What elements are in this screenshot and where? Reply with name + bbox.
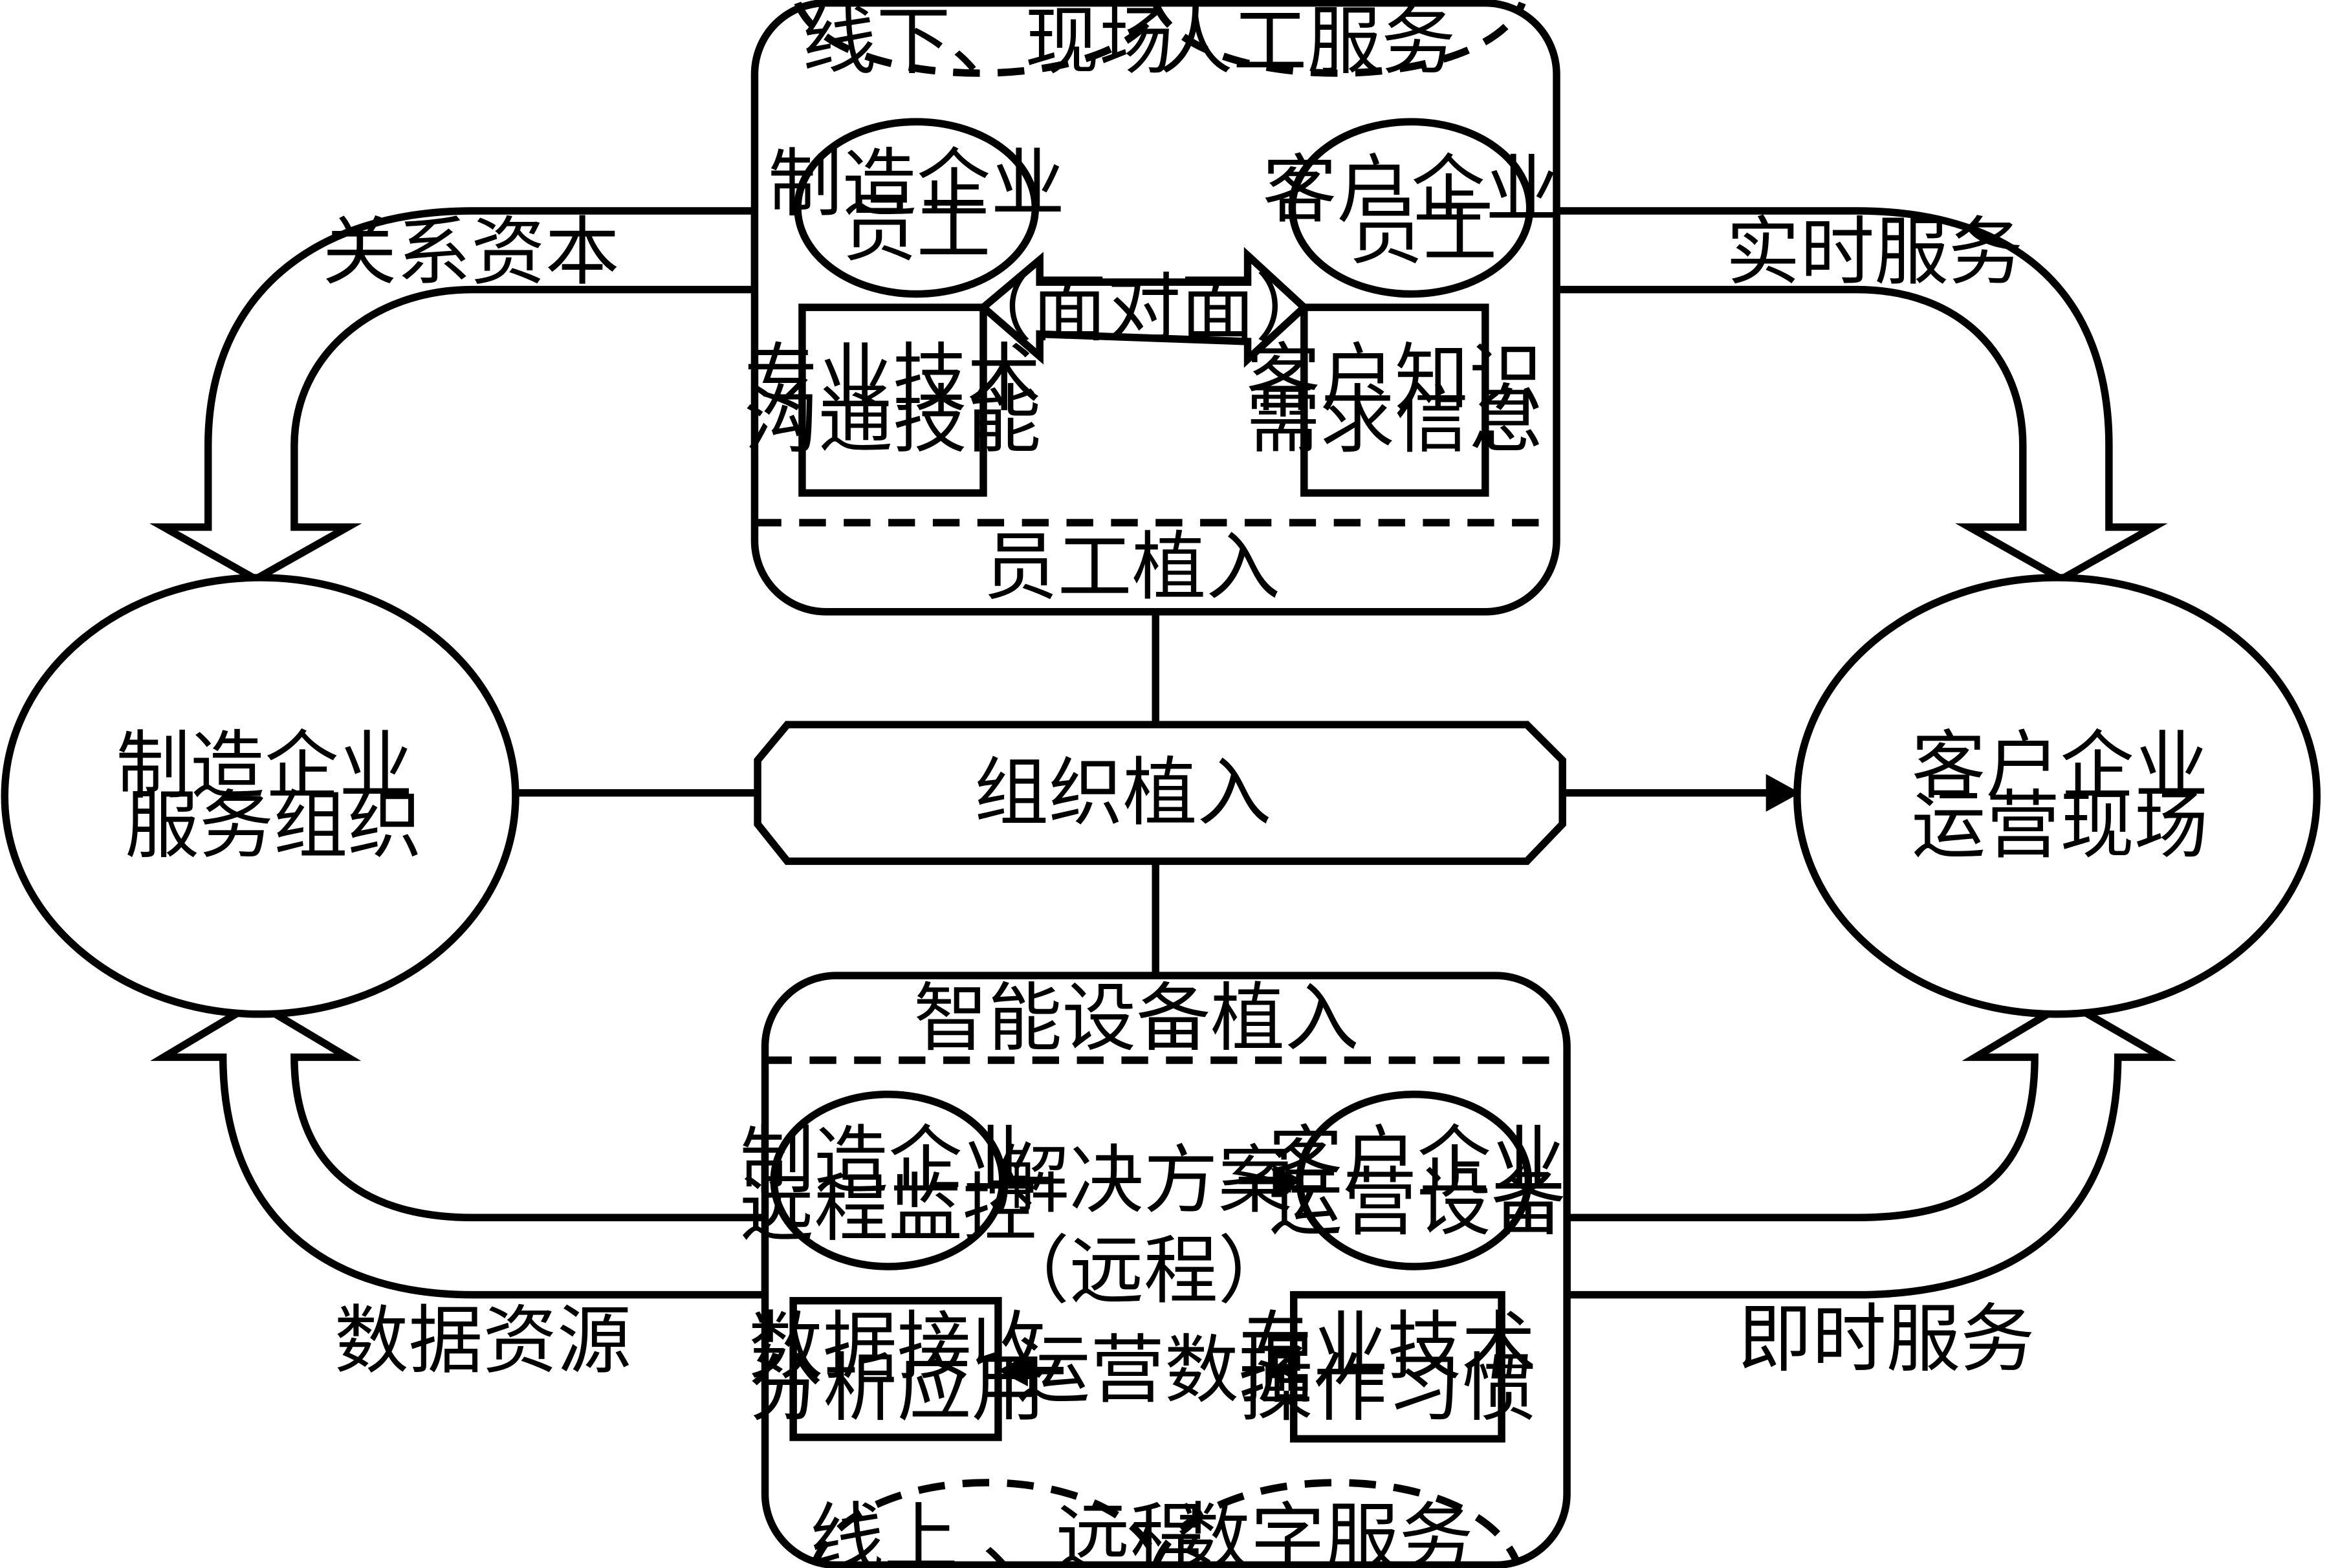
top-panel-tab-right xyxy=(1152,1,1526,77)
bottom-tab-right-label: 数字服务 xyxy=(1176,1495,1473,1568)
remote-label: （远程） xyxy=(995,1228,1292,1314)
mfg-skills-line2: 沟通技能 xyxy=(744,377,1041,464)
op-data-label: 运营数据 xyxy=(1016,1327,1313,1414)
mfg-staff-line1: 制造企业 xyxy=(768,141,1065,228)
client-staff-line1: 客户企业 xyxy=(1263,147,1560,234)
data-apply-box xyxy=(789,1297,1002,1441)
client-equipment-line2: 运营设备 xyxy=(1269,1159,1566,1246)
client-staff-node xyxy=(1288,118,1534,298)
mfg-service-org-node xyxy=(1,574,519,1018)
bottom-panel-tab-right xyxy=(1152,1479,1522,1567)
data-resources-label: 数据资源 xyxy=(334,1298,631,1384)
right-connector-arrowhead xyxy=(1766,774,1800,812)
client-info-line2: 需求信息 xyxy=(1246,377,1543,464)
instant-service-label: 即时服务 xyxy=(1738,1296,2035,1383)
face-to-face-arrow xyxy=(978,246,1310,368)
data-apply-line2: 分析应用 xyxy=(749,1345,1045,1432)
face-to-face-label: （面对面） xyxy=(958,265,1329,352)
solution-arrowhead xyxy=(1273,1164,1303,1197)
mfg-staff-node xyxy=(794,118,1040,298)
mfg-skills-line1: 专业技术 xyxy=(744,335,1041,422)
org-implant-node xyxy=(754,721,1566,866)
top-tab-left-label: 线下、现场 xyxy=(802,0,1174,85)
client-site-node xyxy=(1793,574,2321,1018)
top-panel-tab-left xyxy=(794,1,1163,77)
client-staff-line2: 员工 xyxy=(1349,188,1498,275)
bottom-panel-tab-left xyxy=(810,1479,1163,1567)
employee-implant-label: 员工植入 xyxy=(983,524,1280,611)
mfg-skills-box xyxy=(798,303,987,497)
mfg-monitor-line1: 制造企业 xyxy=(740,1118,1037,1204)
client-site-line2: 运营现场 xyxy=(1912,782,2209,869)
mfg-service-org-line1: 制造企业 xyxy=(116,723,413,809)
data-resources-arrow xyxy=(150,997,769,1299)
mfg-staff-line2: 员工 xyxy=(842,186,991,272)
data-apply-line1: 数据接收 xyxy=(749,1303,1045,1390)
relation-capital-label: 关系资本 xyxy=(322,209,619,296)
operating-habits-line2: 操作习惯 xyxy=(1239,1345,1536,1432)
realtime-service-arrow xyxy=(1553,207,2168,583)
org-implant-label: 组织植入 xyxy=(974,750,1271,836)
op-data-arrowhead xyxy=(998,1355,1028,1387)
client-equipment-line1: 客户企业 xyxy=(1269,1118,1566,1204)
client-info-line1: 客户知识 xyxy=(1246,335,1543,422)
realtime-service-label: 实时服务 xyxy=(1726,209,2023,296)
mfg-service-org-line2: 服务组织 xyxy=(125,782,422,869)
top-tab-right-label: 人工服务 xyxy=(1159,0,1456,85)
relation-capital-arrow xyxy=(149,207,759,583)
operating-habits-line1: 专业技术 xyxy=(1239,1303,1536,1390)
device-implant-label: 智能设备植入 xyxy=(913,975,1359,1062)
instant-service-arrow xyxy=(1563,997,2176,1299)
mfg-monitor-line2: 远程监控 xyxy=(740,1166,1037,1252)
bottom-tab-left-label: 线上 、远程 xyxy=(810,1495,1205,1568)
operating-habits-box xyxy=(1289,1290,1505,1443)
client-info-box xyxy=(1300,303,1489,497)
client-site-line1: 客户企业 xyxy=(1912,723,2209,809)
